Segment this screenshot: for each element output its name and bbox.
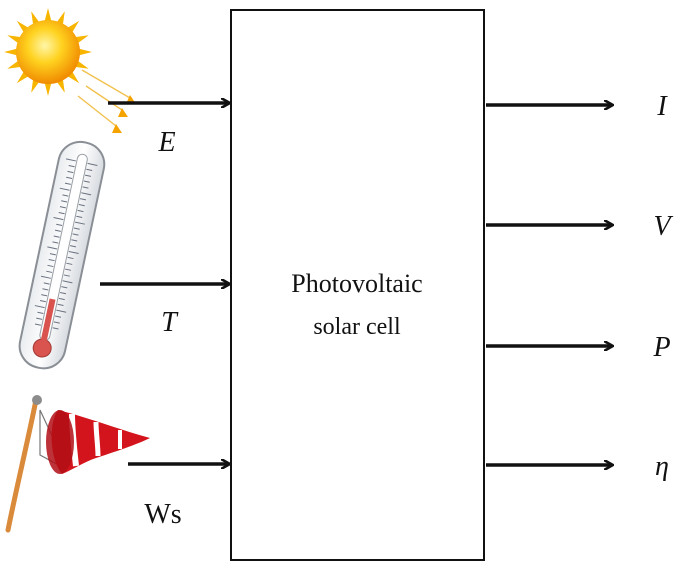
thermometer-tick [79, 198, 87, 201]
thermometer-tick [53, 321, 60, 324]
windsock-icon [5, 395, 151, 533]
thermometer-tick [81, 192, 92, 196]
thermometer-tick [67, 170, 74, 174]
thermometer-tick [84, 174, 92, 177]
thermometer-tick [40, 275, 51, 279]
thermometer-tick [63, 274, 70, 277]
thermometer-tick [78, 204, 85, 207]
output-label-v: V [653, 211, 673, 242]
thermometer-tick [52, 241, 59, 244]
thermometer-tick [58, 297, 65, 301]
thermometer-tick [59, 187, 70, 191]
thermometer-tick [53, 217, 64, 221]
thermometer-tick [65, 268, 72, 271]
thermometer-tick [56, 309, 67, 313]
thermometer-tick [69, 245, 77, 248]
output-label-p: P [652, 332, 670, 363]
sun-icon [4, 8, 136, 133]
sun-ray [4, 48, 19, 56]
thermometer-tick [42, 288, 49, 291]
thermometer-tick [66, 262, 73, 265]
block-title-line1: Photovoltaic [291, 269, 422, 298]
thermometer-tick [83, 180, 90, 183]
thermometer-tick [65, 158, 76, 162]
thermometer-tick [73, 227, 80, 230]
thermometer-tick [47, 264, 54, 268]
thermometer-tick [86, 168, 93, 172]
thermometer-tick [57, 303, 64, 307]
thermometer-tick [87, 162, 98, 166]
thermometer-tick [53, 235, 60, 238]
thermometer-tick [56, 223, 63, 226]
thermometer-tick [64, 182, 71, 185]
thermometer-tick [67, 256, 74, 260]
thermometer-tick [66, 176, 73, 180]
thermometer-tick [34, 305, 45, 309]
thermometer-tick [68, 165, 75, 168]
input-label-t: T [161, 307, 179, 338]
thermometer-tick [34, 323, 41, 326]
thermometer-tick [62, 194, 69, 197]
thermometer-tick [82, 186, 89, 189]
thermometer-tick [76, 215, 83, 218]
thermometer-tick [52, 327, 59, 330]
pv-cell-block: Photovoltaic solar cell [230, 9, 485, 561]
thermometer-tick [77, 209, 84, 213]
thermometer-icon [18, 140, 106, 370]
thermometer-tick [62, 280, 73, 284]
thermometer-tick [46, 270, 53, 273]
thermometer-tick [55, 315, 62, 318]
thermometer-tick [60, 292, 67, 295]
thermometer-tick [61, 286, 68, 289]
thermometer-tick [37, 311, 44, 315]
thermometer-tick [39, 300, 46, 303]
thermometer-tick [61, 200, 68, 203]
sun-ray [44, 8, 52, 23]
output-label-eta: η [655, 451, 669, 482]
thermometer-tick [72, 233, 79, 236]
thermometer-tick [36, 317, 43, 320]
thermometer-tick [58, 212, 65, 215]
thermometer-tick [74, 221, 85, 225]
thermometer-tick [48, 258, 55, 262]
thermometer-tick [54, 229, 61, 232]
sun-ray [77, 48, 92, 56]
input-label-ws: Ws [144, 499, 181, 530]
input-label-e: E [157, 127, 175, 158]
thermometer-tick [47, 246, 58, 250]
thermometer-tick [41, 294, 48, 297]
thermometer-tick [49, 253, 56, 256]
sun-ray [44, 81, 52, 96]
block-title-line2: solar cell [313, 314, 401, 340]
thermometer-tick [68, 250, 79, 255]
thermometer-tick [43, 282, 50, 285]
output-label-i: I [656, 91, 668, 122]
thermometer-tick [59, 206, 66, 209]
thermometer-tick [71, 239, 78, 242]
